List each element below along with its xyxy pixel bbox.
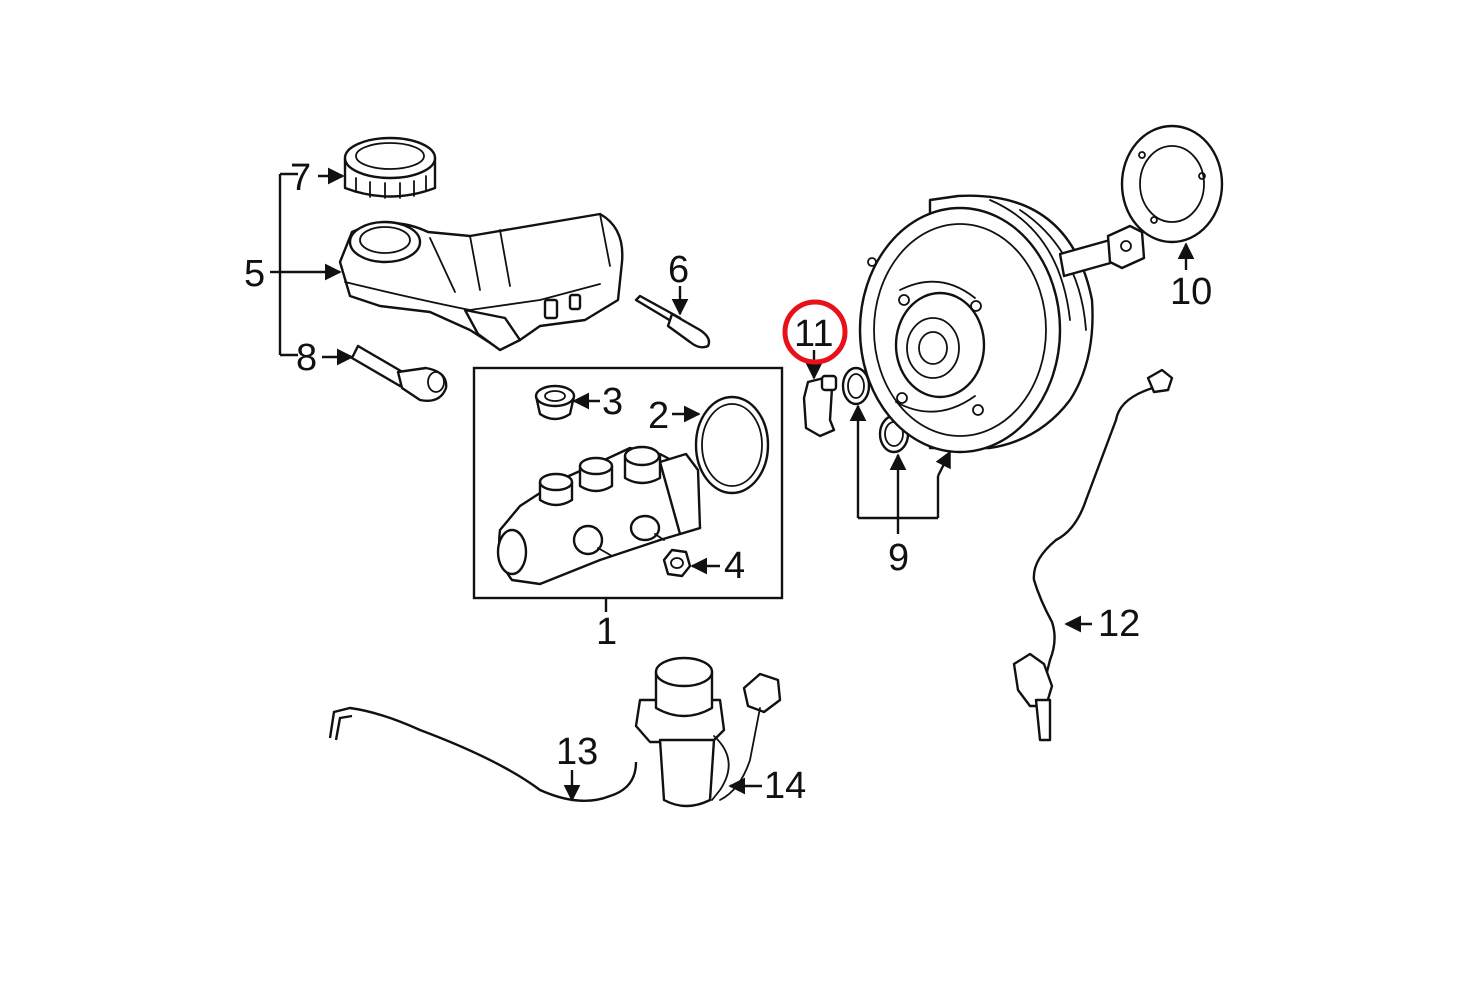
gasket-ring-part-a: [841, 366, 871, 406]
callout-6: 6: [668, 249, 689, 291]
callout-7: 7: [290, 157, 311, 199]
check-valve-part: [802, 374, 838, 438]
booster-seal-plate-part: [1120, 124, 1224, 244]
highlight-ring: [782, 299, 848, 365]
reservoir-cap-part: [343, 136, 437, 199]
level-sensor-pin-part: [634, 294, 711, 349]
leader-lines: [270, 167, 1195, 802]
callout-14: 14: [764, 765, 806, 807]
callout-2: 2: [648, 395, 669, 437]
vacuum-pump-part: [634, 656, 782, 808]
callout-13: 13: [556, 731, 598, 773]
master-cylinder-part: [496, 445, 702, 586]
brake-fluid-reservoir-part: [338, 212, 624, 352]
callout-3: 3: [602, 381, 623, 423]
callout-4: 4: [724, 545, 745, 587]
master-cylinder-group-frame: [472, 366, 784, 600]
callout-11: 11: [794, 313, 833, 355]
callout-10: 10: [1170, 271, 1212, 313]
callout-1: 1: [596, 611, 617, 653]
vacuum-hose-part: [328, 706, 638, 802]
vacuum-sensor-hose-part: [1012, 368, 1174, 742]
o-ring-part: [694, 395, 770, 495]
reservoir-pin-part: [350, 344, 448, 402]
callout-5: 5: [244, 253, 265, 295]
hex-nut-part: [662, 548, 692, 578]
callout-8: 8: [296, 337, 317, 379]
reservoir-grommet-part: [534, 384, 576, 421]
callout-12: 12: [1098, 603, 1140, 645]
brake-booster-part: [858, 194, 1146, 454]
callout-9: 9: [888, 537, 909, 579]
